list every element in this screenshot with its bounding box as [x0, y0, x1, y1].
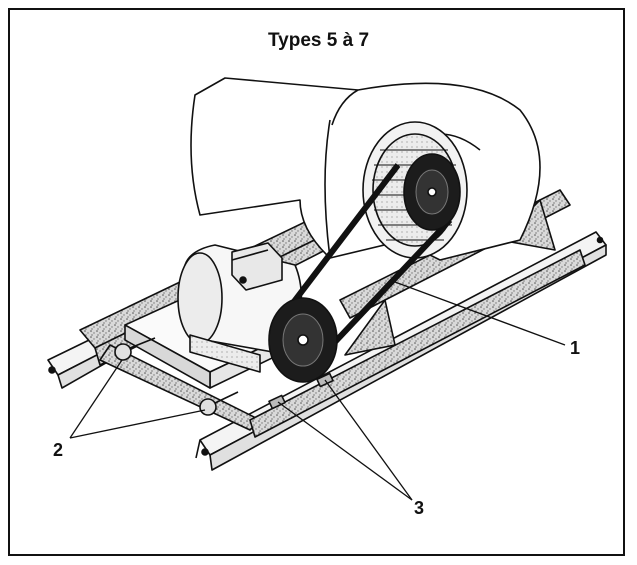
motor-pulley [268, 297, 338, 383]
fan-housing [190, 77, 541, 261]
leader-lines [69, 281, 566, 501]
callout-1-label: 1 [570, 338, 581, 358]
diagram-title: Types 5 à 7 [267, 30, 370, 51]
fan-pulley [403, 153, 461, 231]
adjusting-bolts [114, 337, 239, 416]
callout-3-label: 3 [414, 498, 425, 518]
callout-2-label: 2 [53, 440, 64, 460]
v-belt [277, 163, 453, 363]
